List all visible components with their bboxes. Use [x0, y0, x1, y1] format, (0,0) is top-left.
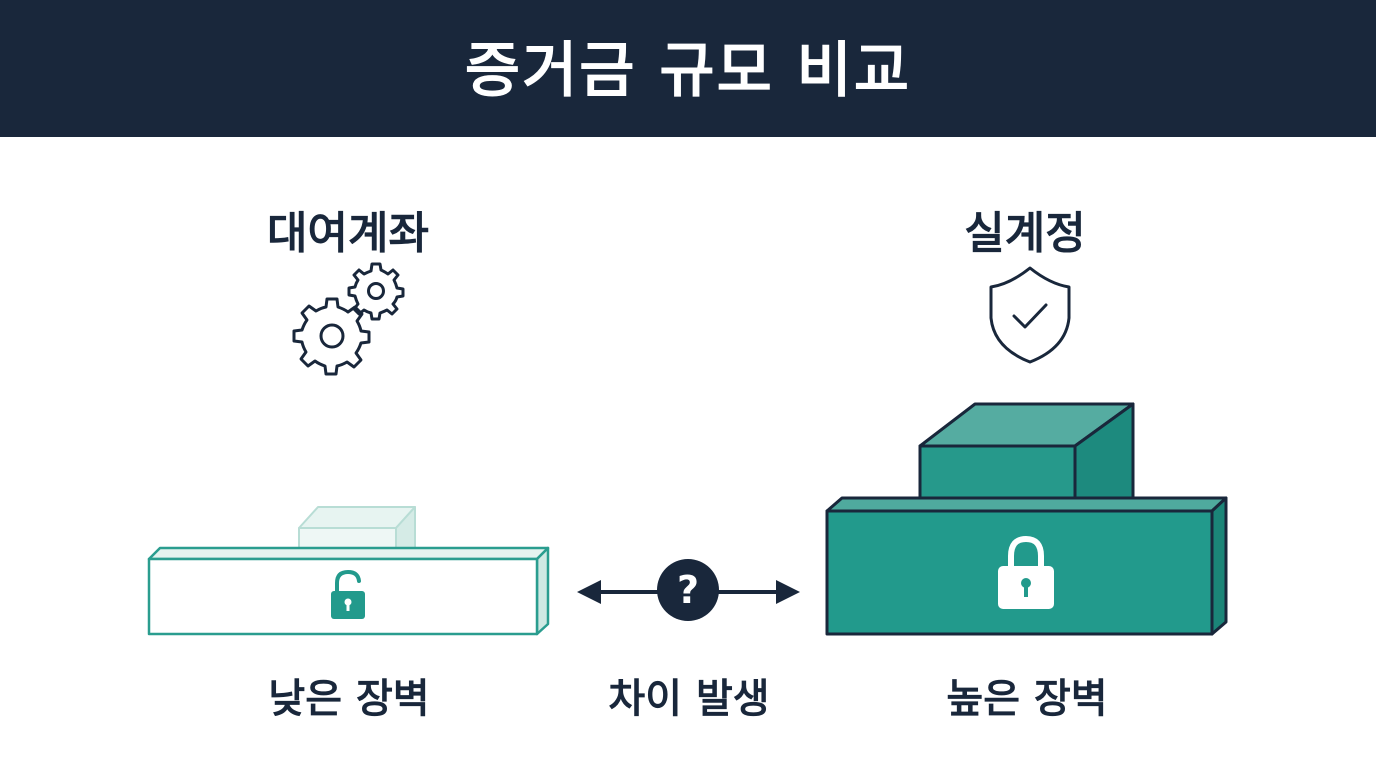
right-caption: 높은 장벽: [946, 676, 1108, 722]
shield-check-icon: [989, 266, 1071, 364]
question-mark-symbol: ?: [677, 568, 699, 612]
locked-padlock-icon: [998, 535, 1054, 609]
unlocked-padlock-icon: [331, 569, 365, 619]
header-bar: 증거금 규모 비교: [0, 0, 1376, 137]
gears-icon: [292, 262, 405, 376]
left-small-box: [298, 506, 416, 549]
question-mark-icon: ?: [657, 559, 719, 621]
middle-caption: 차이 발생: [608, 676, 770, 722]
right-heading: 실계정: [964, 208, 1086, 259]
left-caption: 낮은 장벽: [268, 676, 430, 722]
left-heading: 대여계좌: [267, 208, 429, 259]
page-title: 증거금 규모 비교: [464, 36, 912, 106]
right-top-block: [918, 402, 1135, 500]
